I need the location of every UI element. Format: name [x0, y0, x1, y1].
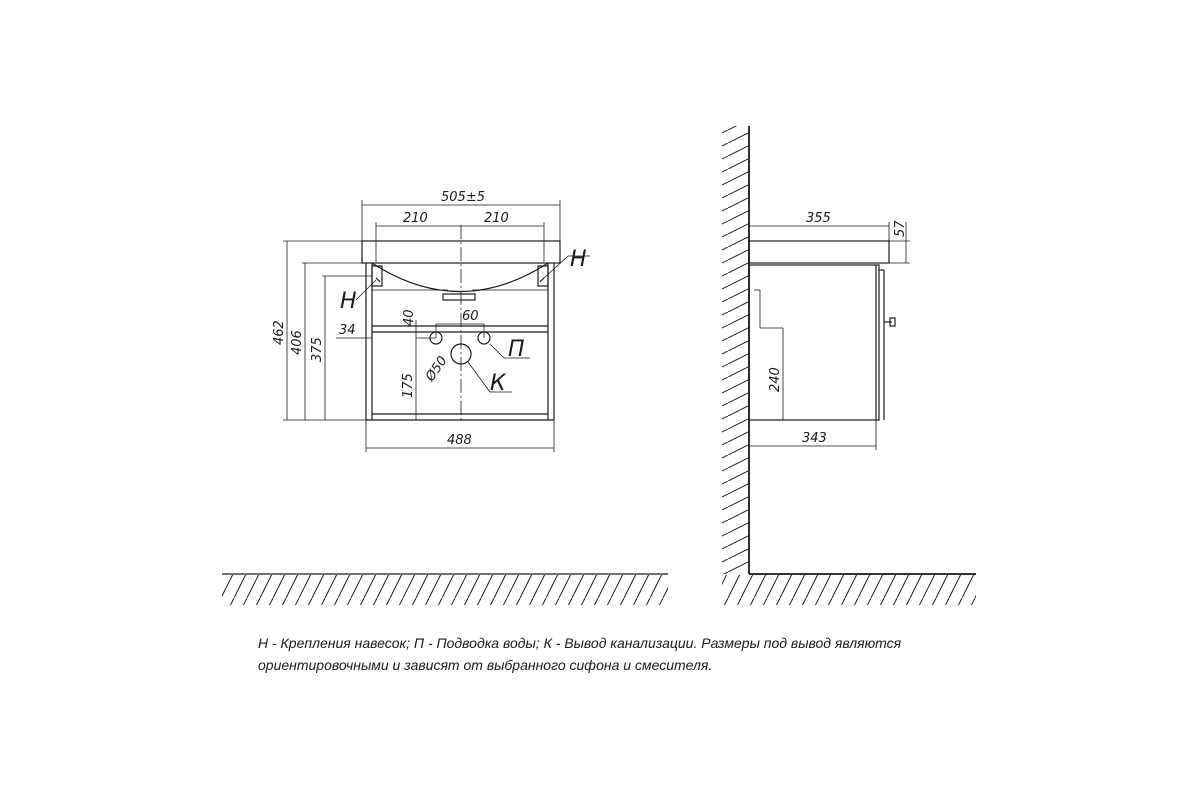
front-view: 505±5 210 210 462 406 375	[222, 190, 668, 605]
dim-width-bottom: 488	[365, 420, 555, 452]
water-inlet-left	[429, 331, 443, 345]
dim-offset-40: 40	[402, 309, 436, 420]
dim-height-inner: 375	[310, 275, 372, 420]
side-cabinet	[748, 264, 880, 421]
dim-height-total: 462	[272, 240, 366, 421]
label-water: П	[508, 337, 525, 362]
dim-label: 505±5	[441, 190, 485, 205]
dim-offset-60: 60	[435, 309, 485, 338]
floor-left	[222, 573, 668, 605]
floor-right	[722, 573, 976, 605]
label-mount-left: Н	[340, 289, 357, 314]
dim-depth-bottom: 343	[749, 420, 877, 450]
dim-label: Ø50	[422, 354, 450, 385]
legend-note: Н - Крепления навесок; П - Подводка воды…	[258, 632, 958, 676]
dim-label: 60	[462, 309, 479, 324]
dim-label: 175	[401, 373, 416, 398]
mount-bracket-right	[537, 265, 549, 287]
legend-note-line-2: ориентировочными и зависят от выбранного…	[258, 657, 713, 673]
dim-label: 343	[802, 431, 827, 446]
dim-width-top: 505±5	[361, 190, 561, 241]
cabinet-body	[365, 263, 555, 421]
dim-label: 210	[403, 211, 428, 226]
drain-pipe	[450, 343, 472, 365]
dim-label: 210	[484, 211, 509, 226]
side-view: 355 57 240 343	[722, 126, 976, 605]
dim-label: 34	[339, 323, 356, 338]
dim-label: 40	[402, 309, 417, 326]
dim-label: 375	[310, 337, 325, 362]
wall	[722, 126, 750, 574]
sink-top	[361, 240, 561, 264]
dim-depth-top: 355	[749, 211, 890, 241]
dim-half-widths: 210 210	[375, 211, 545, 262]
label-mount-right: Н	[570, 247, 587, 272]
sink-bowl	[371, 262, 549, 292]
dim-label: 57	[893, 220, 908, 237]
dim-label: 355	[806, 211, 831, 226]
dim-height-body: 406	[290, 262, 366, 420]
dim-label: 488	[447, 433, 472, 448]
drain-plug	[442, 293, 476, 301]
dim-height-175: 175	[401, 373, 416, 398]
dim-thickness: 57	[889, 220, 910, 264]
dim-label: 462	[272, 320, 287, 345]
dim-label: 240	[768, 367, 783, 392]
water-inlet-right	[477, 331, 491, 345]
dim-height-240: 240	[754, 289, 784, 420]
dim-label: 406	[290, 330, 305, 355]
dim-offset-34: 34	[336, 323, 372, 339]
label-drain: К	[490, 371, 507, 396]
legend-note-line-1: Н - Крепления навесок; П - Подводка воды…	[258, 635, 902, 651]
side-sink-top	[748, 240, 890, 264]
